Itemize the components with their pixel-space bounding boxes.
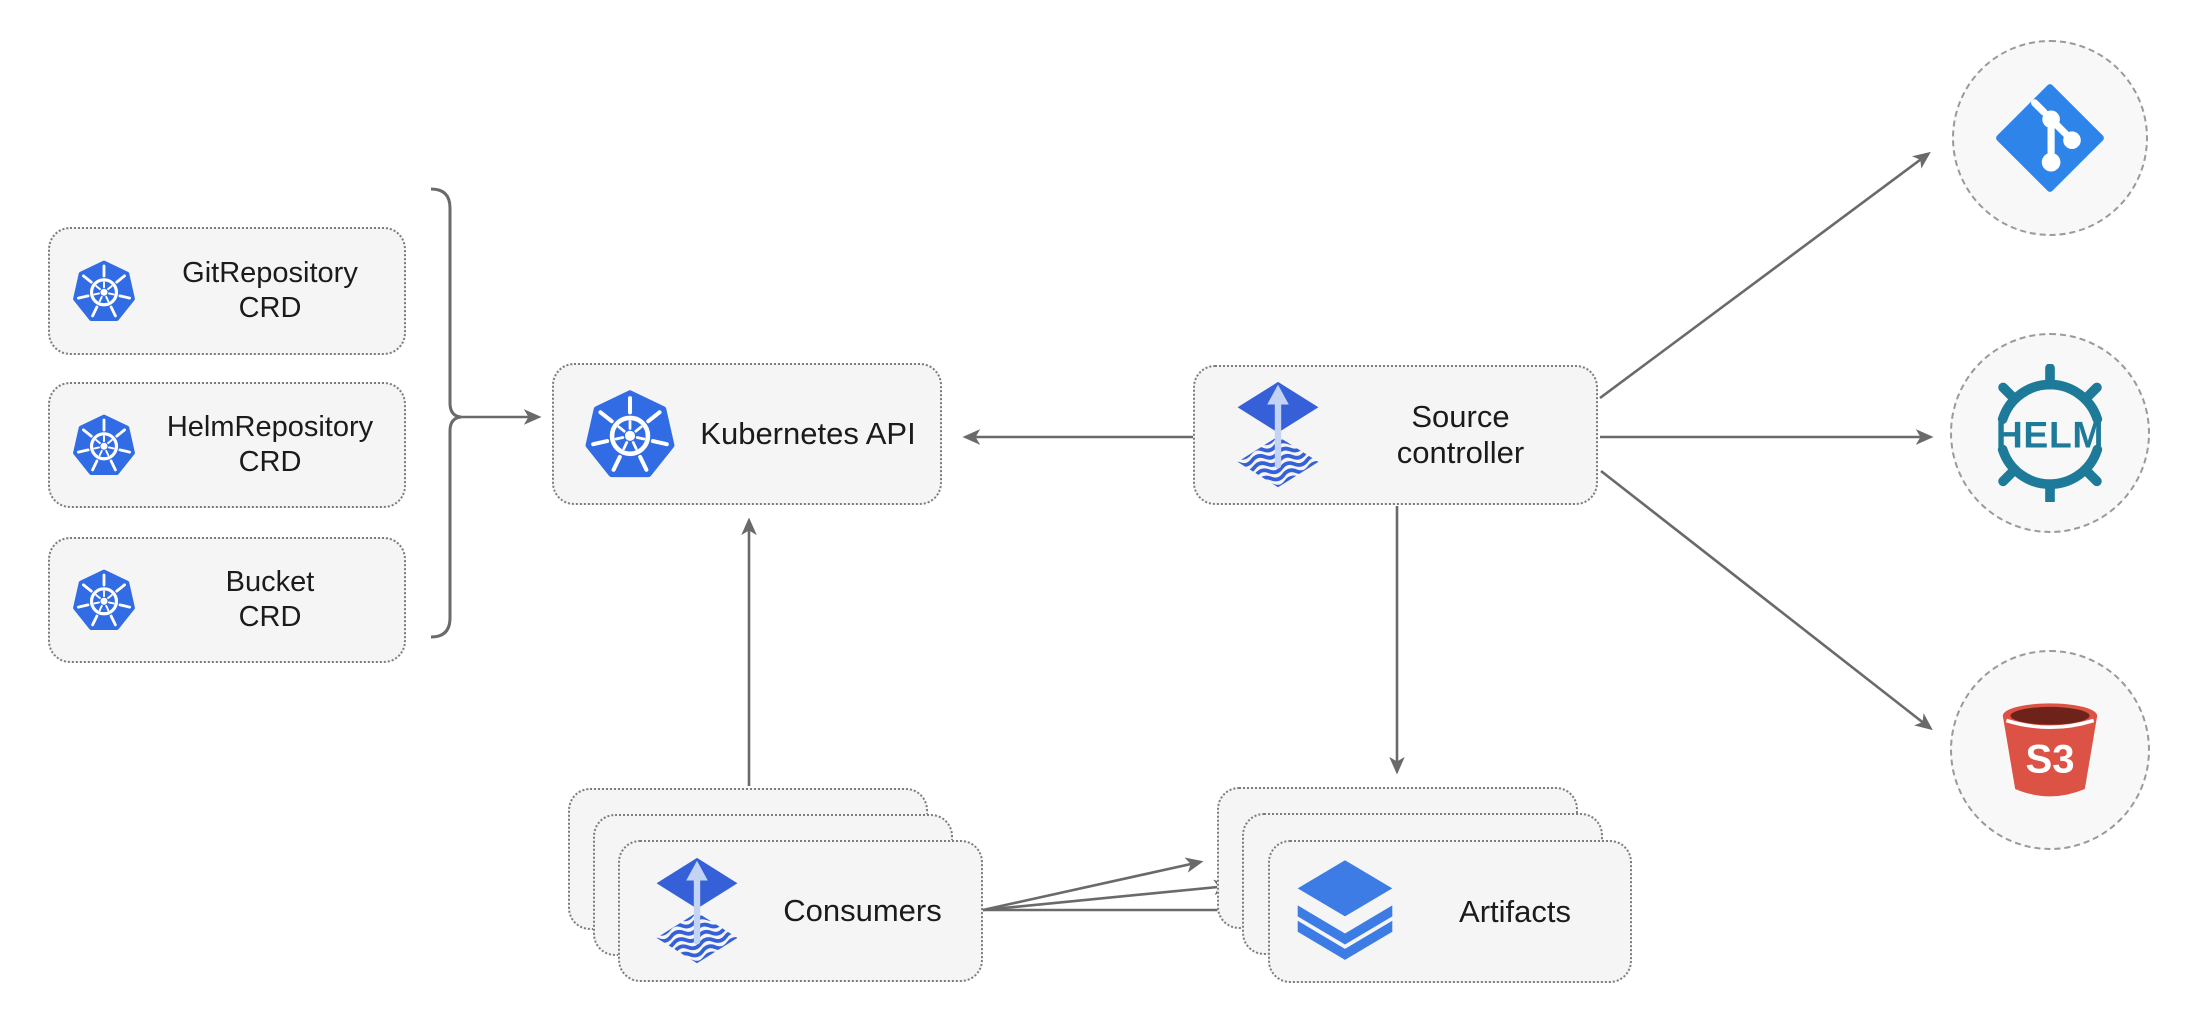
node-label: Kubernetes API (700, 416, 916, 451)
node-label: Consumers (783, 893, 942, 928)
node-consumers: Consumers (618, 840, 983, 982)
node-source-controller: Source controller (1193, 365, 1598, 505)
git-icon (1996, 84, 2104, 192)
external-source-s3: S3 (1950, 650, 2150, 850)
node-gitrepository-crd: GitRepository CRD (48, 227, 406, 355)
node-helmrepository-crd: HelmRepository CRD (48, 382, 406, 508)
flux-icon (650, 856, 744, 967)
node-label-line2: controller (1396, 435, 1525, 470)
node-label: GitRepository CRD (136, 256, 404, 326)
helm-label: HELM (1996, 413, 2104, 455)
external-source-helm: HELM (1950, 333, 2150, 533)
node-label: Source controller (1325, 399, 1596, 471)
node-label-line1: Bucket (225, 566, 315, 598)
node-artifacts: Artifacts (1268, 840, 1632, 983)
node-label: Artifacts (1459, 893, 1571, 929)
node-label: Bucket CRD (136, 565, 404, 635)
flux-icon (1231, 380, 1325, 491)
node-label: HelmRepository CRD (136, 410, 404, 480)
edge-source-controller-to-git (1599, 151, 1931, 400)
node-label-line1: HelmRepository (166, 411, 374, 443)
layers-icon (1297, 859, 1393, 960)
external-source-git (1952, 40, 2148, 236)
edge-consumers-to-artifacts-1 (982, 857, 1204, 912)
s3-icon: S3 (2002, 703, 2098, 797)
node-kubernetes-api: Kubernetes API (552, 363, 942, 505)
crd-group-brace (430, 187, 462, 639)
kubernetes-icon (72, 568, 136, 632)
kubernetes-icon (72, 259, 136, 323)
kubernetes-icon (584, 388, 676, 480)
kubernetes-icon (72, 413, 136, 477)
s3-label: S3 (2025, 736, 2074, 781)
edge-consumers-to-artifacts-2 (982, 879, 1232, 912)
edge-source-controller-to-s3 (1600, 469, 1933, 731)
node-label-line2: CRD (238, 446, 302, 478)
node-label-line1: GitRepository (182, 257, 358, 289)
helm-icon: HELM (1996, 364, 2104, 502)
node-bucket-crd: Bucket CRD (48, 537, 406, 663)
node-label-line1: Source (1411, 399, 1510, 434)
node-label-line2: CRD (238, 601, 302, 633)
node-label-line2: CRD (238, 292, 302, 324)
